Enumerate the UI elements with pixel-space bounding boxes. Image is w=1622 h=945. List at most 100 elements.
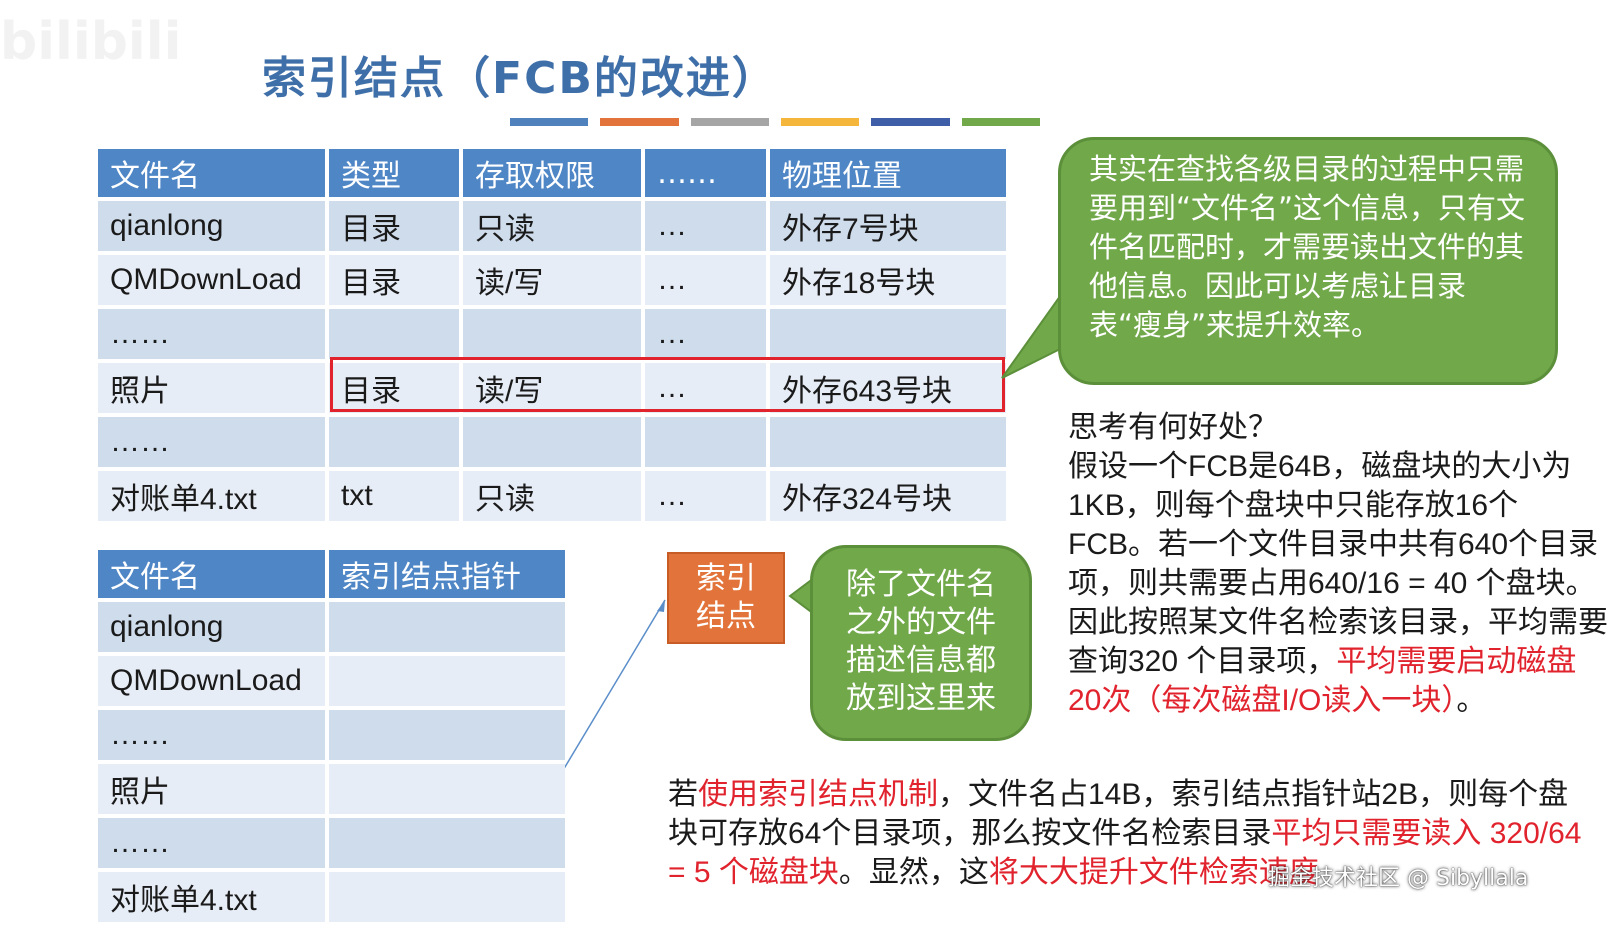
analysis-text: 思考有何好处？ 假设一个FCB是64B，磁盘块的大小为1KB，则每个盘块中只能存…	[1068, 408, 1608, 720]
fcb-table-cell: QMDownLoad	[98, 255, 325, 305]
fcb-table-cell: …	[645, 363, 766, 413]
fcb-table-header-cell: 存取权限	[463, 149, 641, 197]
fcb-table-header-cell: 文件名	[98, 149, 325, 197]
bottom-red-1: 使用索引结点机制	[698, 778, 938, 811]
think-red-highlight: 平均需要启动磁盘20次（每次磁盘I/O读入一块）	[1068, 645, 1577, 717]
index-table-cell: ……	[98, 710, 325, 760]
bottom-red-3: 将大大提升文件检索速度	[988, 856, 1319, 889]
bubble-mid-line-4: 放到这里来	[846, 681, 996, 716]
index-table-cell: ……	[98, 818, 325, 868]
index-table-cell	[329, 602, 565, 652]
bottom-red-2: 平均只需要读入 320/64 = 5 个磁盘块	[668, 817, 1582, 889]
fcb-table-cell: …	[645, 471, 766, 521]
fcb-table-cell: ……	[98, 309, 325, 359]
index-table-cell: 照片	[98, 764, 325, 814]
index-table-cell: qianlong	[98, 602, 325, 652]
think-body: 假设一个FCB是64B，磁盘块的大小为1KB，则每个盘块中只能存放16个FCB。…	[1068, 450, 1608, 678]
conclusion-text: 若使用索引结点机制，文件名占14B，索引结点指针站2B，则每个盘块可存放64个目…	[668, 775, 1588, 892]
title-bar-segment	[690, 118, 769, 126]
fcb-table-header-cell: ……	[645, 149, 766, 197]
index-node-box: 索引 结点	[667, 552, 785, 644]
highlight-box	[330, 357, 1005, 412]
index-table-cell	[329, 710, 565, 760]
title-color-bars	[510, 118, 1040, 127]
index-node-label-1: 索引	[696, 561, 756, 596]
fcb-table-cell	[329, 309, 459, 359]
fcb-table-cell: 目录	[329, 255, 459, 305]
think-end: 。	[1456, 684, 1487, 717]
fcb-table-cell: 目录	[329, 201, 459, 251]
fcb-table-cell	[329, 417, 459, 467]
slide-title: 索引结点（FCB的改进）	[262, 53, 778, 104]
think-question: 思考有何好处？	[1068, 411, 1278, 444]
title-bar-segment	[510, 118, 589, 126]
fcb-table-cell: 外存643号块	[770, 363, 1006, 413]
index-pointer-arrow	[555, 599, 666, 783]
fcb-table-cell: …	[645, 309, 766, 359]
title-bar-segment	[780, 118, 860, 126]
fcb-table-row: ………	[98, 309, 1006, 359]
fcb-table-header-cell: 物理位置	[770, 149, 1006, 197]
index-table-cell	[329, 872, 565, 922]
watermark-logo: bilibili	[0, 12, 182, 72]
fcb-table-cell: ……	[98, 417, 325, 467]
callout-bubble-top: 其实在查找各级目录的过程中只需要用到“文件名”这个信息，只有文件名匹配时，才需要…	[1058, 137, 1558, 385]
fcb-table-cell: 只读	[463, 471, 641, 521]
fcb-table-cell: 外存324号块	[770, 471, 1006, 521]
fcb-table-cell: 只读	[463, 201, 641, 251]
bottom-text-3: 。显然，这	[838, 856, 989, 889]
fcb-table-cell: 外存7号块	[770, 201, 1006, 251]
fcb-table-cell: qianlong	[98, 201, 325, 251]
callout-bubble-middle: 除了文件名 之外的文件 描述信息都 放到这里来	[810, 545, 1032, 741]
fcb-table-header-row: 文件名类型存取权限……物理位置	[98, 149, 1006, 197]
fcb-table-cell	[463, 417, 641, 467]
fcb-table-cell: txt	[329, 471, 459, 521]
fcb-table-cell: 对账单4.txt	[98, 471, 325, 521]
index-table-cell	[329, 764, 565, 814]
index-table-row: 对账单4.txt	[98, 872, 565, 922]
fcb-table-cell: 读/写	[463, 255, 641, 305]
fcb-table-cell	[770, 309, 1006, 359]
fcb-table-cell: …	[645, 255, 766, 305]
bubble-mid-line-1: 除了文件名	[846, 567, 996, 602]
fcb-table-cell: …	[645, 201, 766, 251]
index-table-row: 照片	[98, 764, 565, 814]
index-table-row: ……	[98, 818, 565, 868]
fcb-table-cell: 目录	[329, 363, 459, 413]
index-table-row: qianlong	[98, 602, 565, 652]
fcb-table-cell: 外存18号块	[770, 255, 1006, 305]
index-table-header-cell: 文件名	[98, 550, 325, 598]
index-table-cell: QMDownLoad	[98, 656, 325, 706]
index-table-header-cell: 索引结点指针	[329, 550, 565, 598]
bubble-mid-line-2: 之外的文件	[846, 605, 996, 640]
bottom-text-1: 若	[668, 778, 698, 811]
index-table-row: QMDownLoad	[98, 656, 565, 706]
index-table-header-row: 文件名索引结点指针	[98, 550, 565, 598]
fcb-table-header-cell: 类型	[329, 149, 459, 197]
fcb-table-cell	[770, 417, 1006, 467]
arrow-head	[657, 600, 665, 612]
fcb-table-row: ……	[98, 417, 1006, 467]
title-bar-segment	[961, 118, 1040, 126]
credit-watermark: 掘金技术社区 @ Sibyllala	[1268, 866, 1529, 891]
index-table-cell: 对账单4.txt	[98, 872, 325, 922]
bottom-text-2: ，文件名占14B，索引结点指针站2B，则每个盘块可存放64个目录项，那么按文件名…	[668, 778, 1569, 850]
bubble-mid-line-3: 描述信息都	[846, 643, 996, 678]
fcb-table-cell: 照片	[98, 363, 325, 413]
fcb-table-cell	[645, 417, 766, 467]
index-table-cell	[329, 818, 565, 868]
title-bar-segment	[871, 118, 950, 126]
index-node-label-2: 结点	[696, 599, 756, 634]
index-table-row: ……	[98, 710, 565, 760]
fcb-table-cell	[463, 309, 641, 359]
index-table-cell	[329, 656, 565, 706]
fcb-table-cell: 读/写	[463, 363, 641, 413]
